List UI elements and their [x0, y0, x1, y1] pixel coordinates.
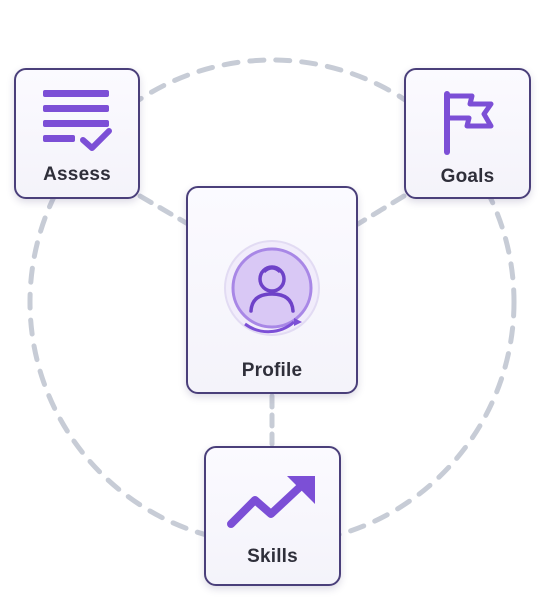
- skills-label: Skills: [247, 546, 298, 567]
- spoke-goals-profile: [355, 193, 407, 227]
- checklist-icon: [41, 88, 113, 154]
- profile-label: Profile: [241, 360, 303, 381]
- skills-card[interactable]: Skills: [204, 446, 341, 586]
- trending-up-icon: [226, 472, 319, 530]
- goals-label: Goals: [440, 166, 495, 187]
- assess-card[interactable]: Assess: [14, 68, 140, 199]
- user-avatar-icon: [222, 238, 322, 338]
- goals-card[interactable]: Goals: [404, 68, 531, 199]
- assess-label: Assess: [43, 164, 111, 185]
- spoke-assess-profile: [137, 193, 191, 227]
- flag-icon: [440, 90, 496, 156]
- profile-card[interactable]: Profile: [186, 186, 358, 394]
